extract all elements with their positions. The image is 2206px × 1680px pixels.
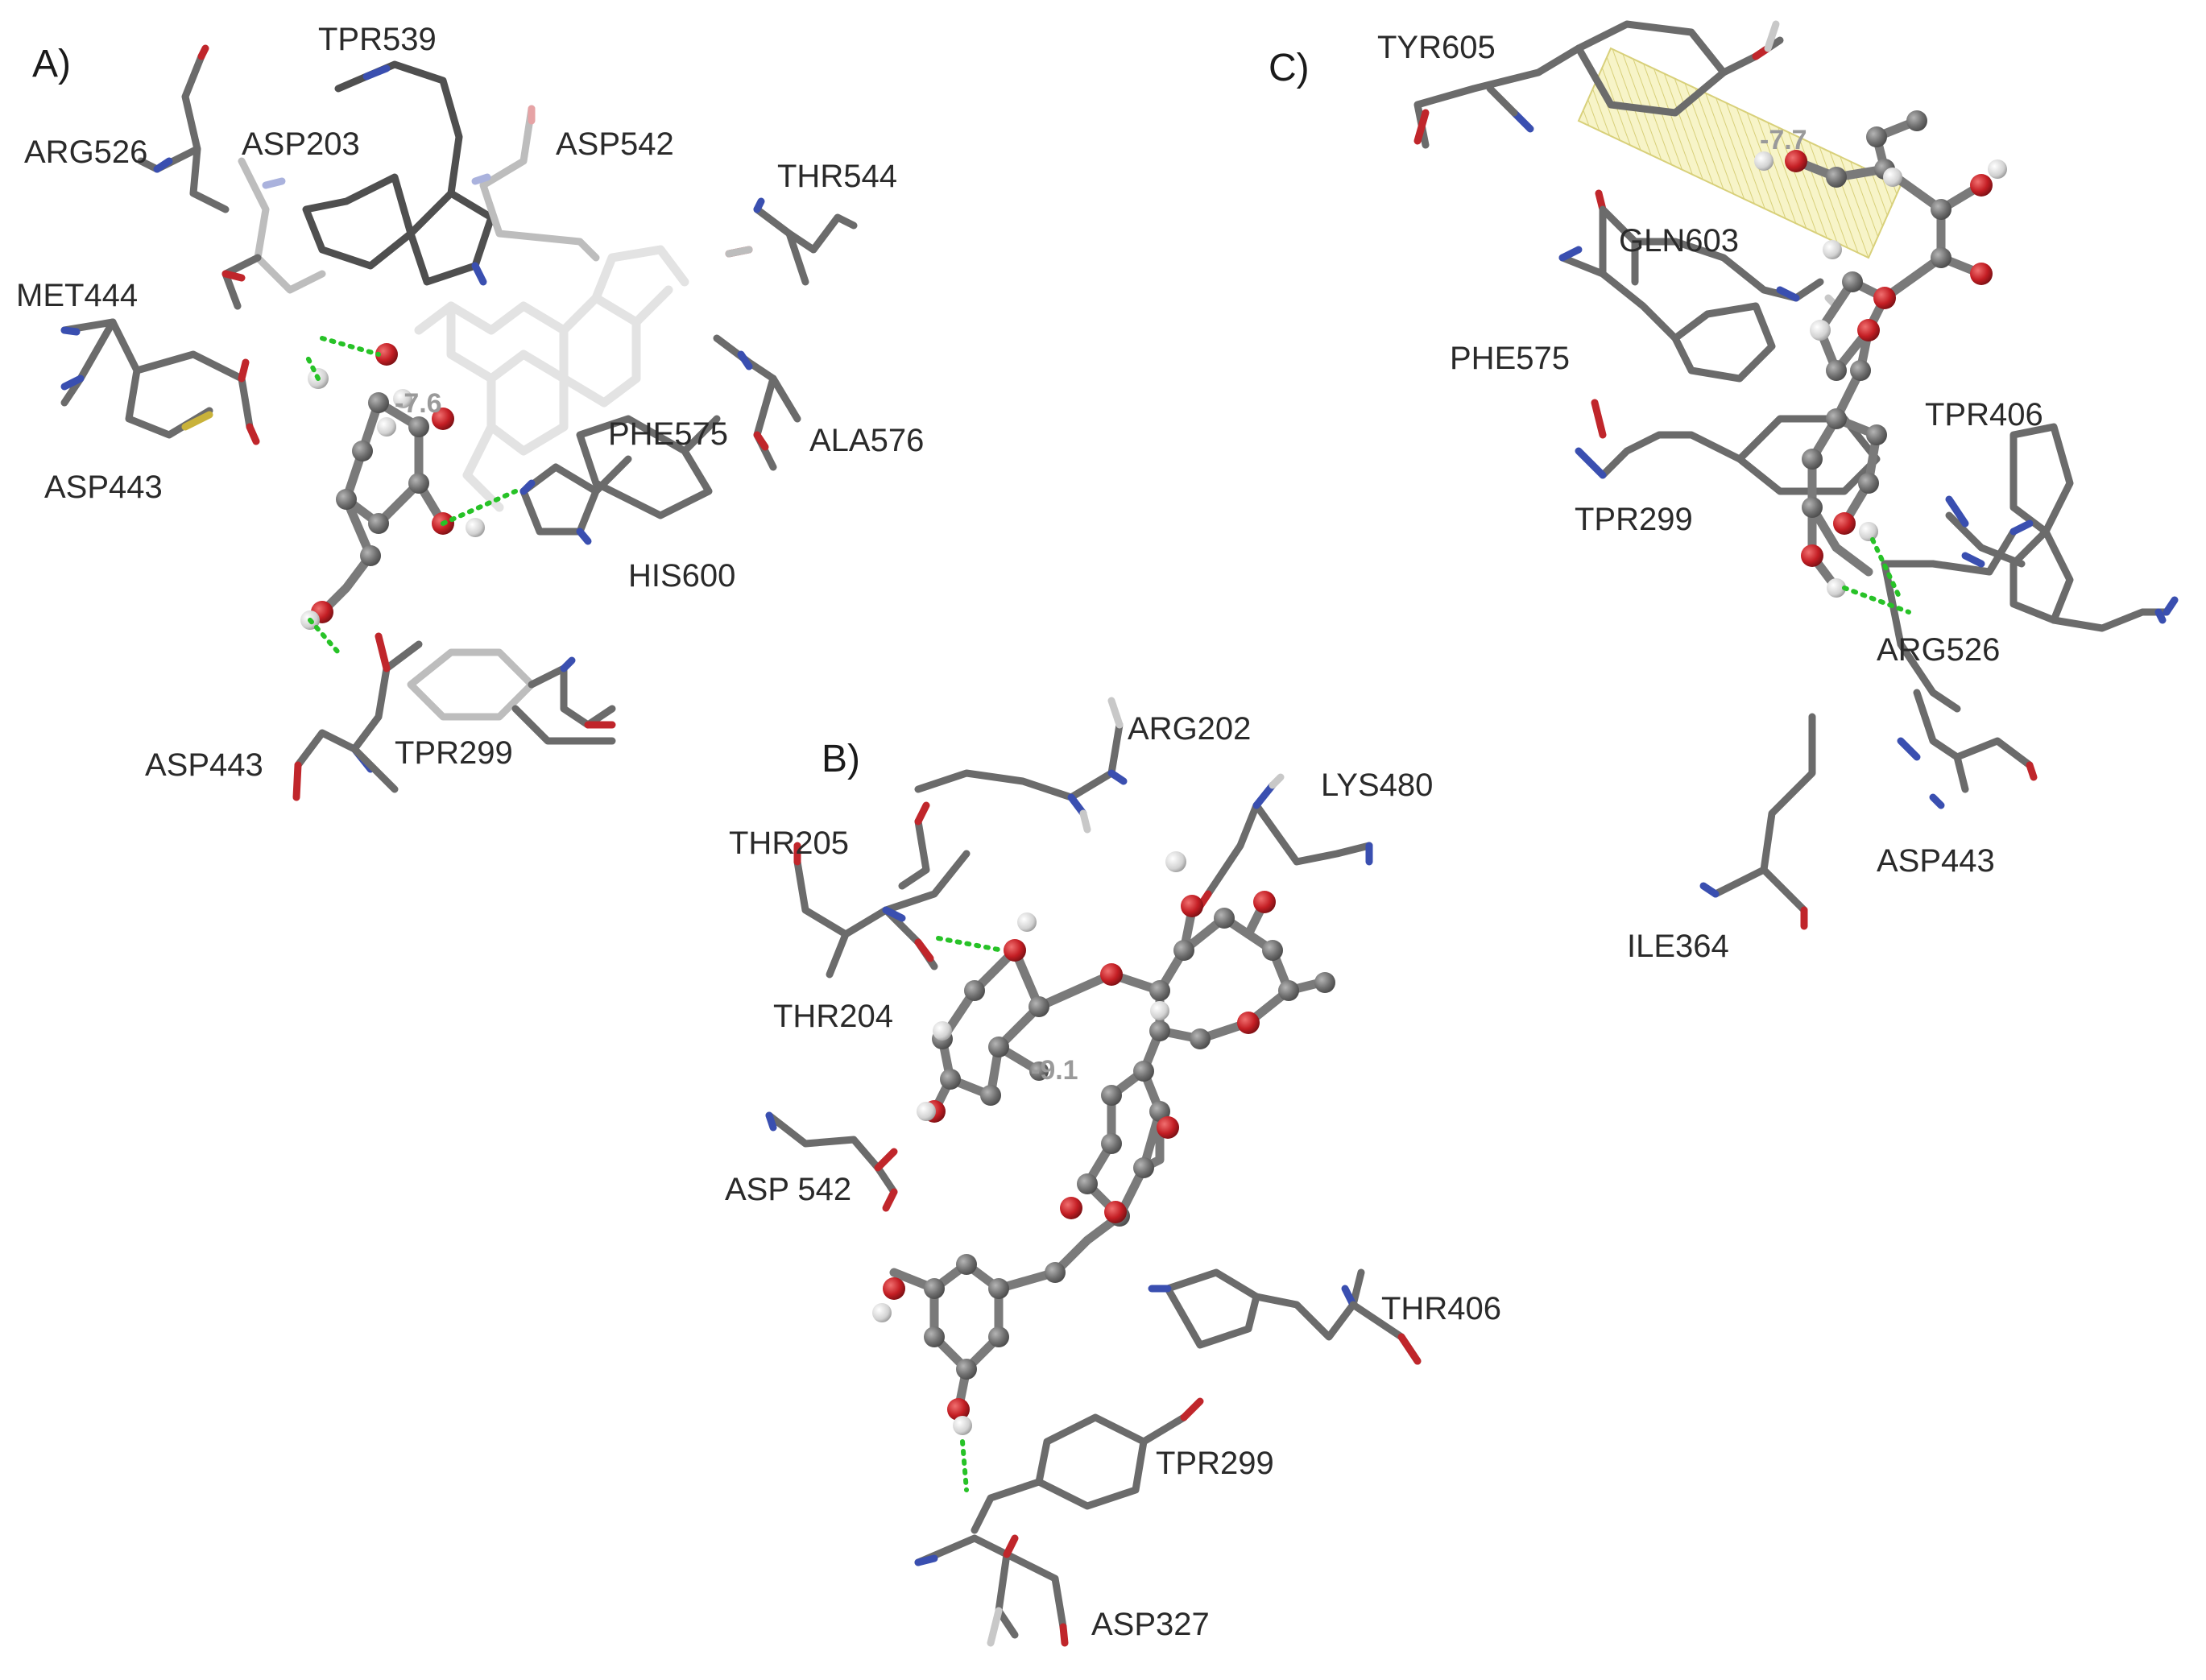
panel-c-residue-label: GLN603 [1619,223,1739,259]
panel-a-residue-label: MET444 [16,278,138,313]
panel-b-residue-label: THR205 [729,826,849,861]
panel-c-hbond-1 [1842,586,1911,614]
panel-b-label: B) [822,738,860,780]
panel-a-ligand [300,343,485,630]
panel-c-residue-label: TPR406 [1925,397,2043,432]
panel-c-residue-label: TYR605 [1377,30,1496,65]
panel-b-hbond-1 [936,936,1005,953]
panel-b-residue-label: THR406 [1381,1291,1501,1326]
panel-c-atoms [1754,110,2007,598]
panel-b: B) [725,697,1501,1647]
panel-c-hbond-2 [1870,537,1903,602]
panel-a-ghost-ligand [414,245,689,512]
panel-b-energy: -9.1 [1031,1055,1078,1086]
panel-c-residue-label: ARG526 [1877,632,2000,668]
panel-b-residue-label: THR204 [773,999,893,1034]
panel-c: C) [1269,20,2179,964]
panel-a-residue-label: ASP443 [145,747,263,783]
panel-c-energy: -7.7 [1760,125,1807,155]
panel-b-hbond-2 [960,1439,969,1492]
panel-a-hbond-3 [441,489,518,526]
panel-a-residue-label: ASP542 [556,126,674,162]
panel-a-hbond-1 [320,336,381,357]
panel-a-residue-label: ALA576 [809,423,924,458]
panel-a-energy: -7.6 [395,388,442,419]
panel-b-ligand [872,851,1335,1435]
panel-c-label: C) [1269,47,1310,89]
panel-a-label: A) [32,43,71,85]
panel-a-residues [60,44,858,801]
panel-a-residue-label: TPR539 [318,22,437,57]
panel-b-residue-label: ARG202 [1128,711,1251,747]
panel-b-residue-label: ASP 542 [725,1172,851,1207]
panel-a-residue-label: HIS600 [628,558,735,594]
panel-c-residue-label: TPR299 [1575,502,1693,537]
panel-c-residue-label: ILE364 [1627,929,1729,964]
panel-c-residue-label: PHE575 [1450,341,1570,376]
panel-b-atoms [872,851,1335,1435]
panel-b-residue-label: TPR299 [1156,1446,1274,1481]
panel-c-pi-interaction [1577,47,1902,259]
panel-a-hbond-2 [304,352,321,381]
panel-a-residue-label: ARG526 [24,134,147,170]
panel-b-residue-label: ASP327 [1091,1607,1210,1642]
panel-b-residue-label: LYS480 [1321,768,1433,803]
panel-a-residue-label: ASP203 [242,126,360,162]
panel-c-residue-label: ASP443 [1877,843,1995,879]
panel-a-residue-label: PHE575 [608,416,728,452]
panel-c-ligand [1754,110,2007,598]
panel-a: A) [16,22,924,801]
panel-a-residue-label: THR544 [777,159,897,194]
panel-a-residue-label: ASP443 [44,470,163,505]
panel-a-residue-label: TPR299 [395,735,513,771]
panel-a-hbond-4 [308,618,341,655]
